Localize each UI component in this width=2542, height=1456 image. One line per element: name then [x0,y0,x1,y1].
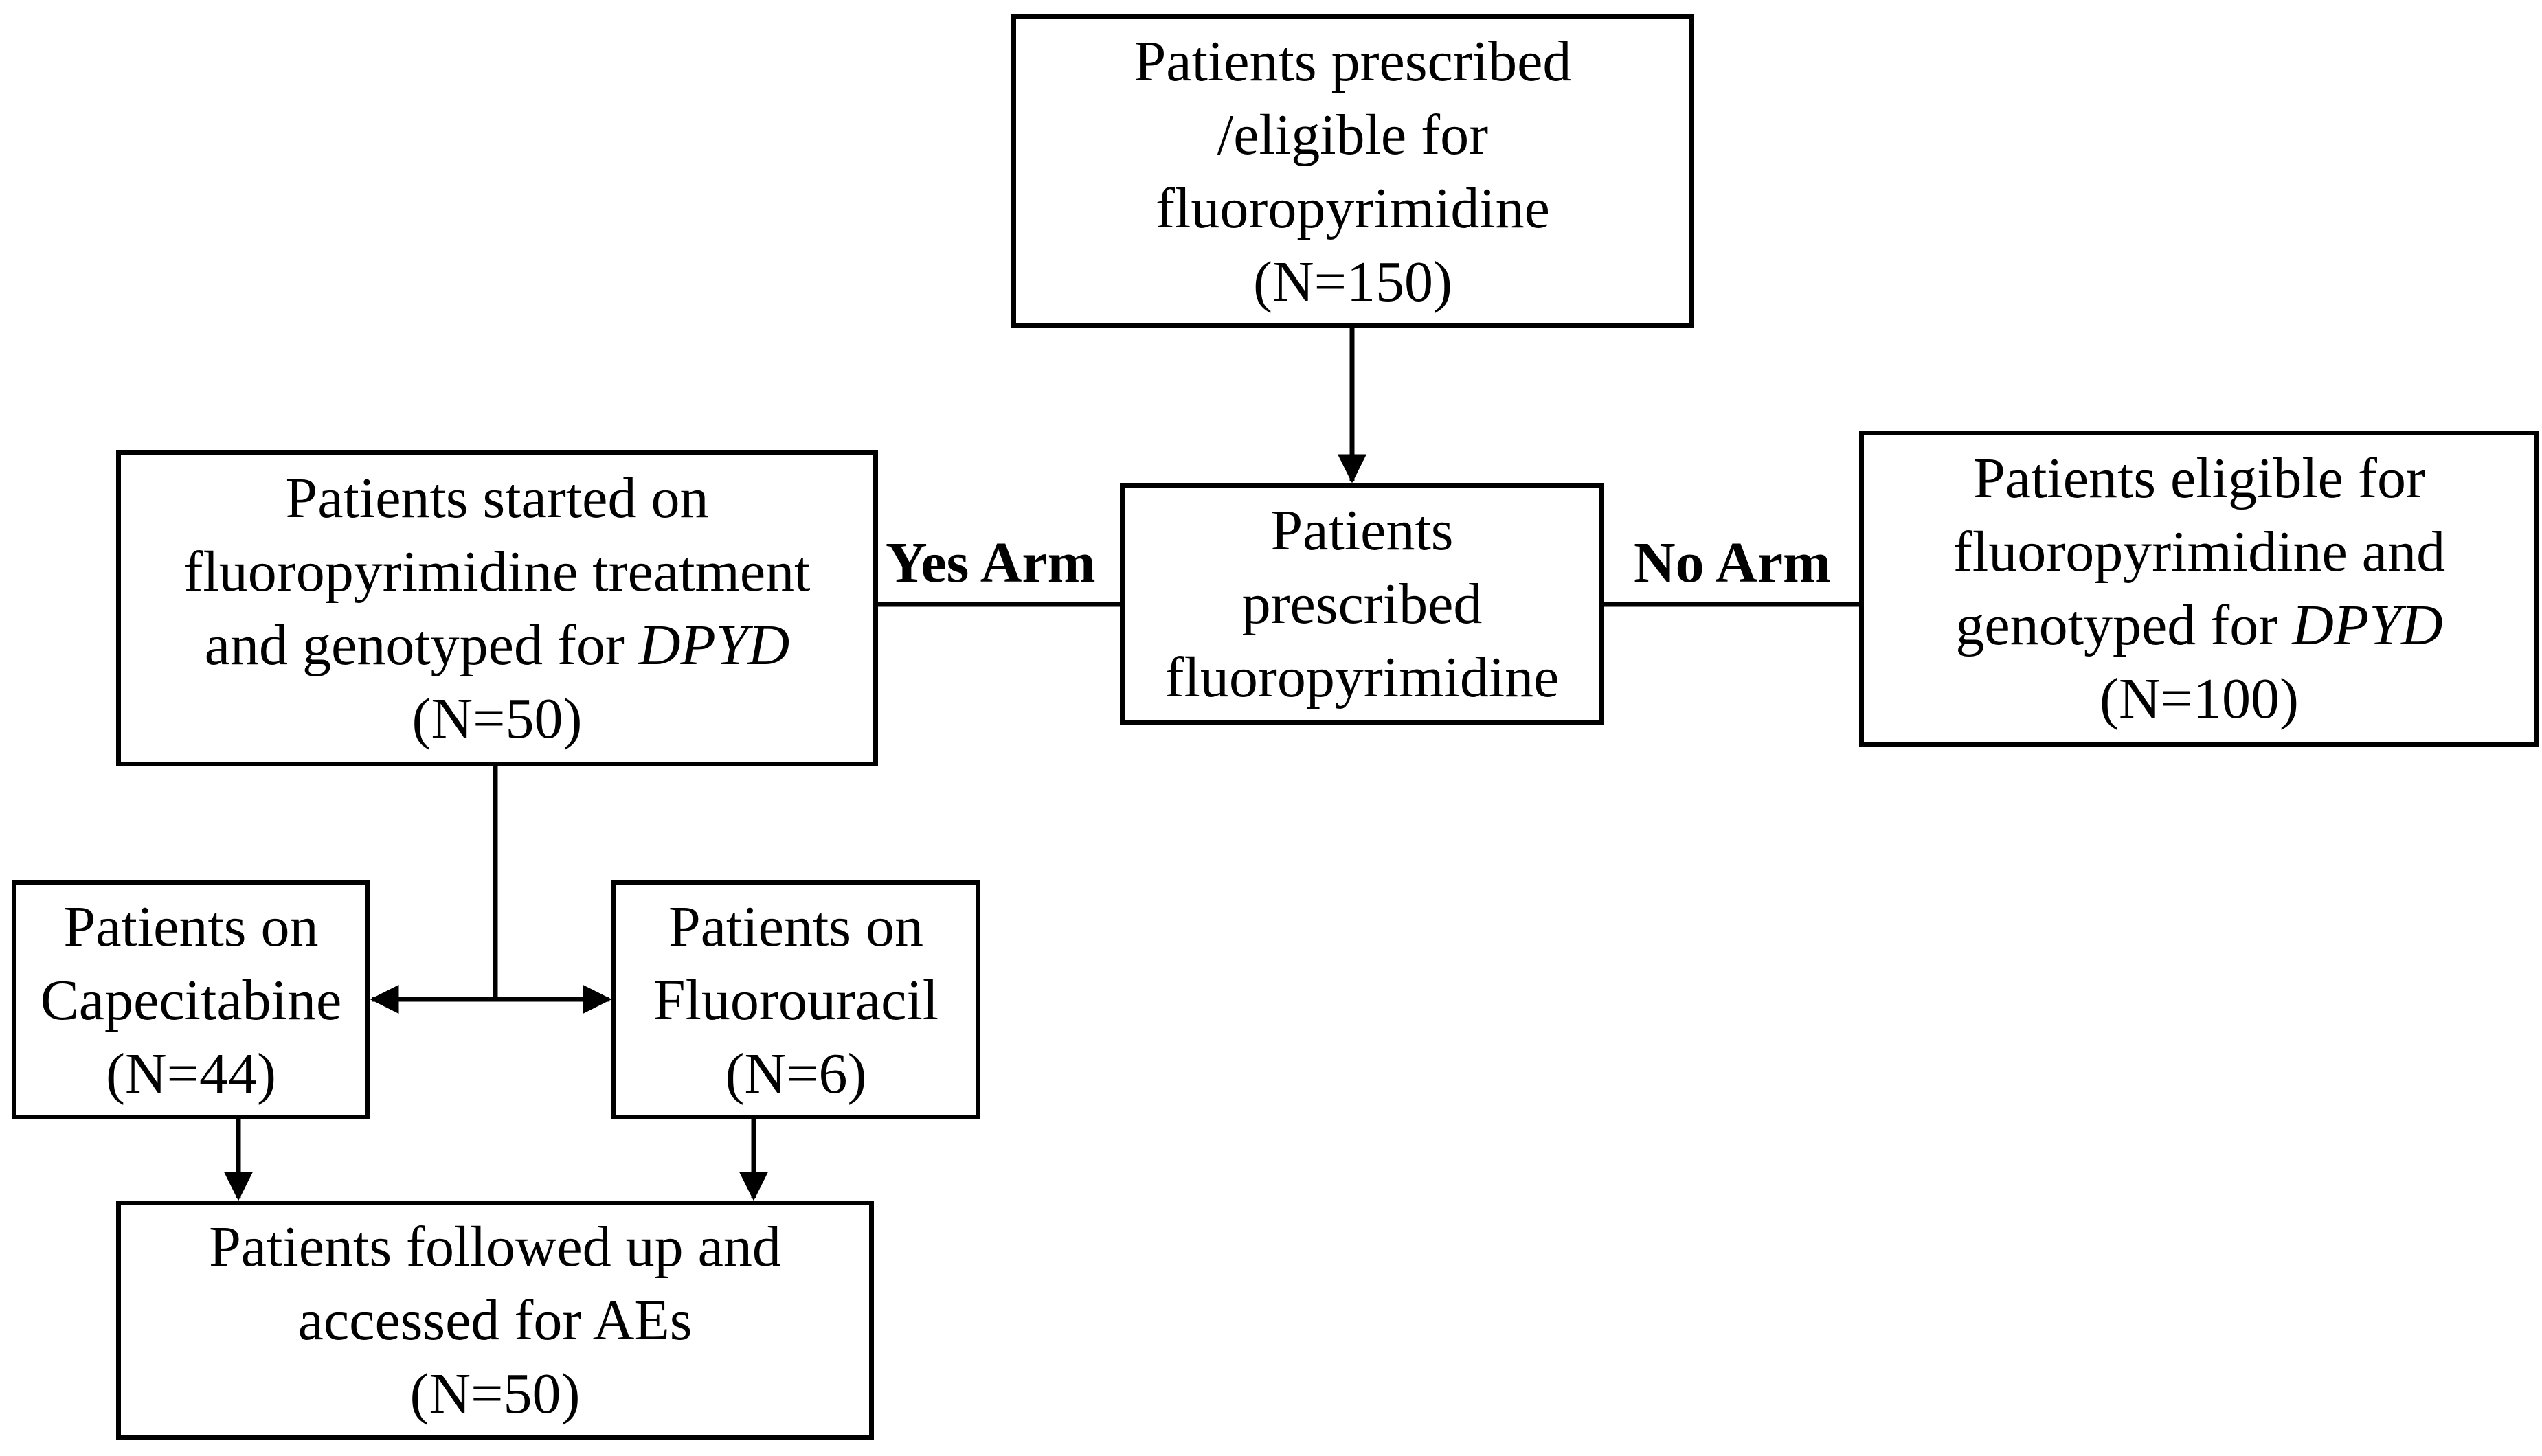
box-count: (N=44) [106,1041,276,1106]
box-text: prescribed [1241,571,1483,636]
box-capecitabine: Patients on Capecitabine (N=44) [12,880,370,1119]
box-text: Capecitabine [40,968,342,1032]
box-text: Patients started on [285,466,709,530]
box-text: fluoropyrimidine [1165,645,1560,709]
box-text: Fluorouracil [653,968,939,1032]
box-text: fluoropyrimidine [1156,176,1550,240]
box-text: Patients on [668,894,923,959]
box-text-line: and genotyped for DPYD [205,608,790,682]
box-text: /eligible for [1217,102,1489,167]
gene-name: DPYD [2292,593,2443,657]
box-text: Patients on [63,894,319,959]
box-prescribed-eligible: Patients prescribed /eligible for fluoro… [1011,14,1694,328]
box-no-arm: Patients eligible for fluoropyrimidine a… [1859,431,2539,747]
box-text: genotyped for [1955,593,2293,657]
box-text: fluoropyrimidine and [1953,520,2446,584]
box-text: Patients followed up and [209,1215,781,1279]
box-text: Patients prescribed [1134,29,1572,93]
box-text-line: genotyped for DPYD [1955,589,2442,662]
box-text: Patients eligible for [1973,446,2425,510]
yes-arm-label: Yes Arm [886,531,1096,595]
box-count: (N=50) [409,1362,581,1426]
gene-name: DPYD [638,613,790,677]
box-text: and genotyped for [204,613,639,677]
box-yes-arm: Patients started on fluoropyrimidine tre… [116,450,878,766]
box-fluorouracil: Patients on Fluorouracil (N=6) [611,880,980,1119]
box-count: (N=150) [1253,249,1452,314]
box-patients-prescribed: Patients prescribed fluoropyrimidine [1120,483,1604,725]
box-count: (N=6) [725,1041,867,1106]
box-text: Patients [1270,498,1454,562]
box-count: (N=100) [2100,667,2299,731]
box-followed-up: Patients followed up and accessed for AE… [116,1201,874,1440]
no-arm-label: No Arm [1634,531,1831,595]
box-text: fluoropyrimidine treatment [183,539,811,604]
box-text: accessed for AEs [297,1288,693,1352]
box-count: (N=50) [412,686,583,751]
